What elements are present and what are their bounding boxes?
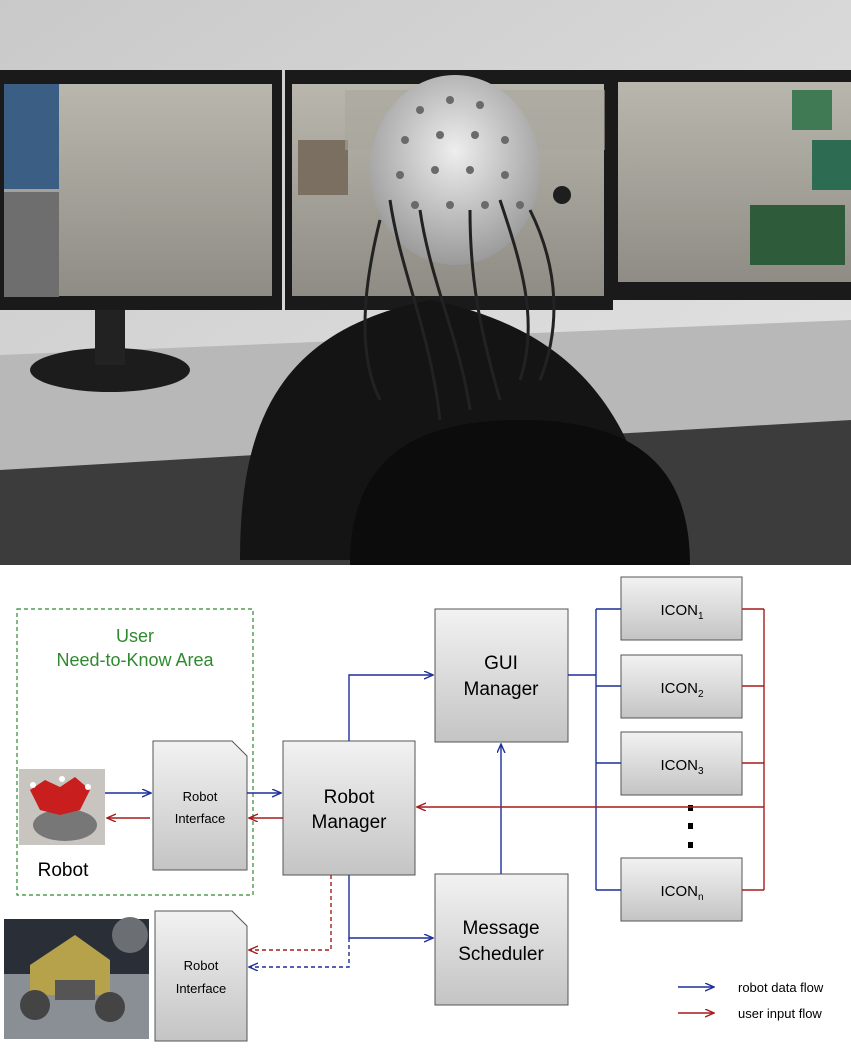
legend-user-flow-label: user input flow bbox=[738, 1006, 822, 1021]
rover-image bbox=[4, 917, 149, 1039]
robot-manager-line1: Robot bbox=[324, 787, 375, 808]
need-to-know-area bbox=[16, 608, 254, 896]
architecture-diagram: User Need-to-Know Area Robot Robot Inter… bbox=[0, 565, 851, 1051]
gui-manager-box: GUI Manager bbox=[434, 608, 569, 743]
icon-box-n: ICONn bbox=[620, 857, 743, 922]
robot-manager-line2: Manager bbox=[312, 812, 388, 833]
icon-3-label: ICON3 bbox=[660, 757, 704, 777]
robot-interface-1-line1: Robot bbox=[183, 789, 218, 804]
icon-2-label: ICON2 bbox=[660, 680, 704, 700]
icon-ellipsis bbox=[688, 805, 693, 848]
message-scheduler-line2: Scheduler bbox=[458, 944, 544, 965]
flow-manager-to-scheduler bbox=[348, 875, 432, 938]
area-title-line1: User bbox=[116, 626, 154, 646]
icon-1-label: ICON1 bbox=[660, 602, 704, 622]
message-scheduler-line1: Message bbox=[462, 918, 539, 939]
robot-interface-2-line1: Robot bbox=[184, 958, 219, 973]
robot-label: Robot bbox=[38, 860, 89, 881]
lab-photo bbox=[0, 0, 851, 565]
flow-manager-to-interface-2-user bbox=[250, 875, 332, 950]
icon-box-1: ICON1 bbox=[620, 576, 743, 641]
robot-interface-1-line2: Interface bbox=[175, 811, 226, 826]
message-scheduler-box: Message Scheduler bbox=[434, 873, 569, 1006]
robot-interface-2-line2: Interface bbox=[176, 981, 227, 996]
robot-interface-1: Robot Interface bbox=[152, 740, 248, 871]
area-title-line2: Need-to-Know Area bbox=[56, 650, 214, 670]
robot-interface-2: Robot Interface bbox=[154, 910, 248, 1042]
lab-photo-illustration bbox=[0, 0, 851, 565]
icon-n-label: ICONn bbox=[660, 883, 703, 903]
icon-box-3: ICON3 bbox=[620, 731, 743, 796]
diagram-canvas: User Need-to-Know Area Robot Robot Inter… bbox=[4, 576, 824, 1042]
gui-manager-line1: GUI bbox=[484, 653, 518, 674]
icon-box-2: ICON2 bbox=[620, 654, 743, 719]
flow-manager-to-interface-2 bbox=[250, 938, 350, 967]
flow-manager-to-gui bbox=[348, 675, 432, 741]
robot-manager-box: Robot Manager bbox=[282, 740, 416, 876]
gui-manager-line2: Manager bbox=[464, 679, 540, 700]
robot-image bbox=[19, 769, 105, 845]
legend-robot-flow-label: robot data flow bbox=[738, 980, 824, 995]
legend: robot data flow user input flow bbox=[678, 980, 824, 1021]
